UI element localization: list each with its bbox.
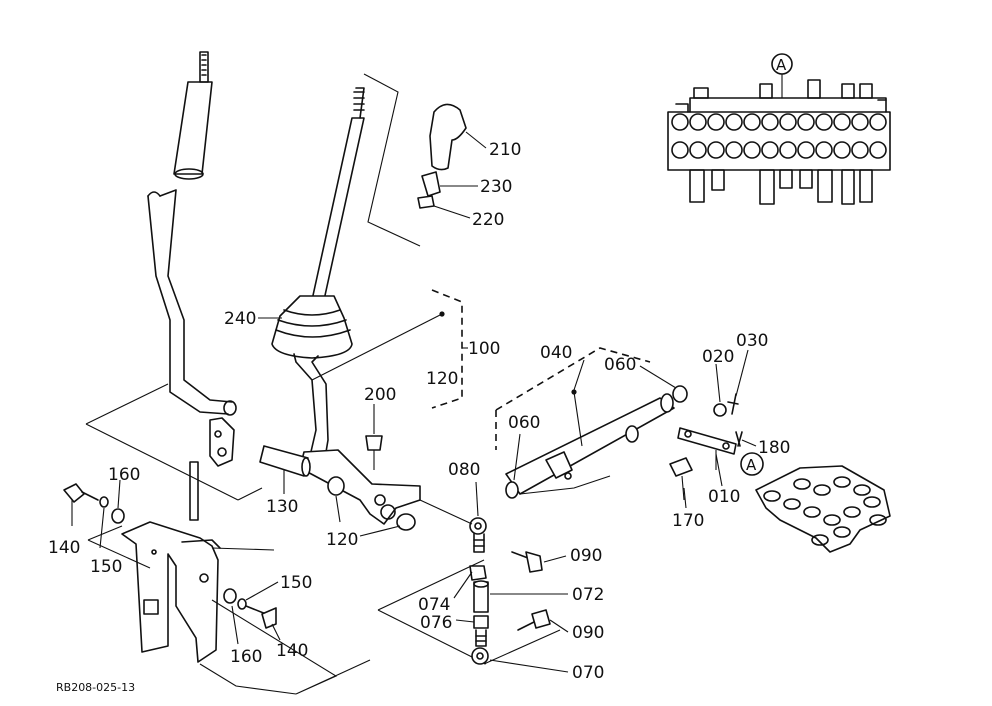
valve-cluster-small (755, 465, 891, 553)
pin-130 (259, 445, 311, 477)
label-220: 220 (472, 210, 504, 230)
label-240: 240 (224, 309, 256, 329)
label-150-left: 150 (90, 557, 122, 577)
label-140-right: 140 (276, 641, 308, 661)
grease-nipple (365, 435, 383, 470)
drawing-code: RB208-025-13 (56, 681, 135, 694)
detail-letter-top: A (776, 56, 787, 74)
label-160-right: 160 (230, 647, 262, 667)
rod-end-070 (471, 629, 489, 665)
washer-020 (713, 393, 743, 447)
bolt-090-lower (517, 609, 551, 631)
rod-072 (473, 580, 489, 613)
assembly-bracket-100 (431, 289, 463, 409)
knob-leader (363, 73, 421, 247)
label-074: 074 (418, 595, 450, 615)
detail-marker-lower (740, 452, 764, 476)
label-040: 040 (540, 343, 572, 363)
label-060-upper: 060 (604, 355, 636, 375)
label-020: 020 (702, 347, 734, 367)
label-090-upper: 090 (570, 546, 602, 566)
label-060-lower: 060 (508, 413, 540, 433)
lower-bracket (121, 461, 221, 663)
label-150-right: 150 (280, 573, 312, 593)
label-120-upper: 120 (426, 369, 458, 389)
label-200: 200 (364, 385, 396, 405)
plate-010 (677, 427, 737, 470)
valve-body-detail-a (667, 79, 891, 205)
bushing-060 (672, 385, 688, 403)
label-076: 076 (420, 613, 452, 633)
detail-marker-top (771, 53, 793, 98)
label-130: 130 (266, 497, 298, 517)
shaft-plane (519, 475, 611, 495)
shaft-bracket (495, 347, 651, 411)
label-070: 070 (572, 663, 604, 683)
label-100: 100 (468, 339, 500, 359)
plane-outline (85, 383, 263, 501)
label-140-left: 140 (48, 538, 80, 558)
label-030: 030 (736, 331, 768, 351)
label-010: 010 (708, 487, 740, 507)
label-120-lower: 120 (326, 530, 358, 550)
rod-end-080 (469, 517, 487, 553)
label-072: 072 (572, 585, 604, 605)
linkage-plane (377, 559, 561, 665)
bolt-170 (669, 457, 693, 501)
shaft-040 (505, 389, 675, 499)
label-210: 210 (489, 140, 521, 160)
bolt-washer-left (63, 483, 125, 524)
label-230: 230 (480, 177, 512, 197)
label-080: 080 (448, 460, 480, 480)
detail-letter-lower: A (746, 456, 757, 474)
bolt-washer-right (223, 588, 277, 629)
bracket-outline (87, 525, 371, 695)
nut-074 (469, 565, 487, 581)
label-160-left: 160 (108, 465, 140, 485)
nut-076 (473, 615, 489, 629)
lever-knob (417, 103, 467, 209)
label-180: 180 (758, 438, 790, 458)
label-090-lower: 090 (572, 623, 604, 643)
leader-lines (71, 131, 757, 673)
lever-rod (147, 51, 237, 467)
bolt-090-upper (511, 551, 543, 573)
label-170: 170 (672, 511, 704, 531)
